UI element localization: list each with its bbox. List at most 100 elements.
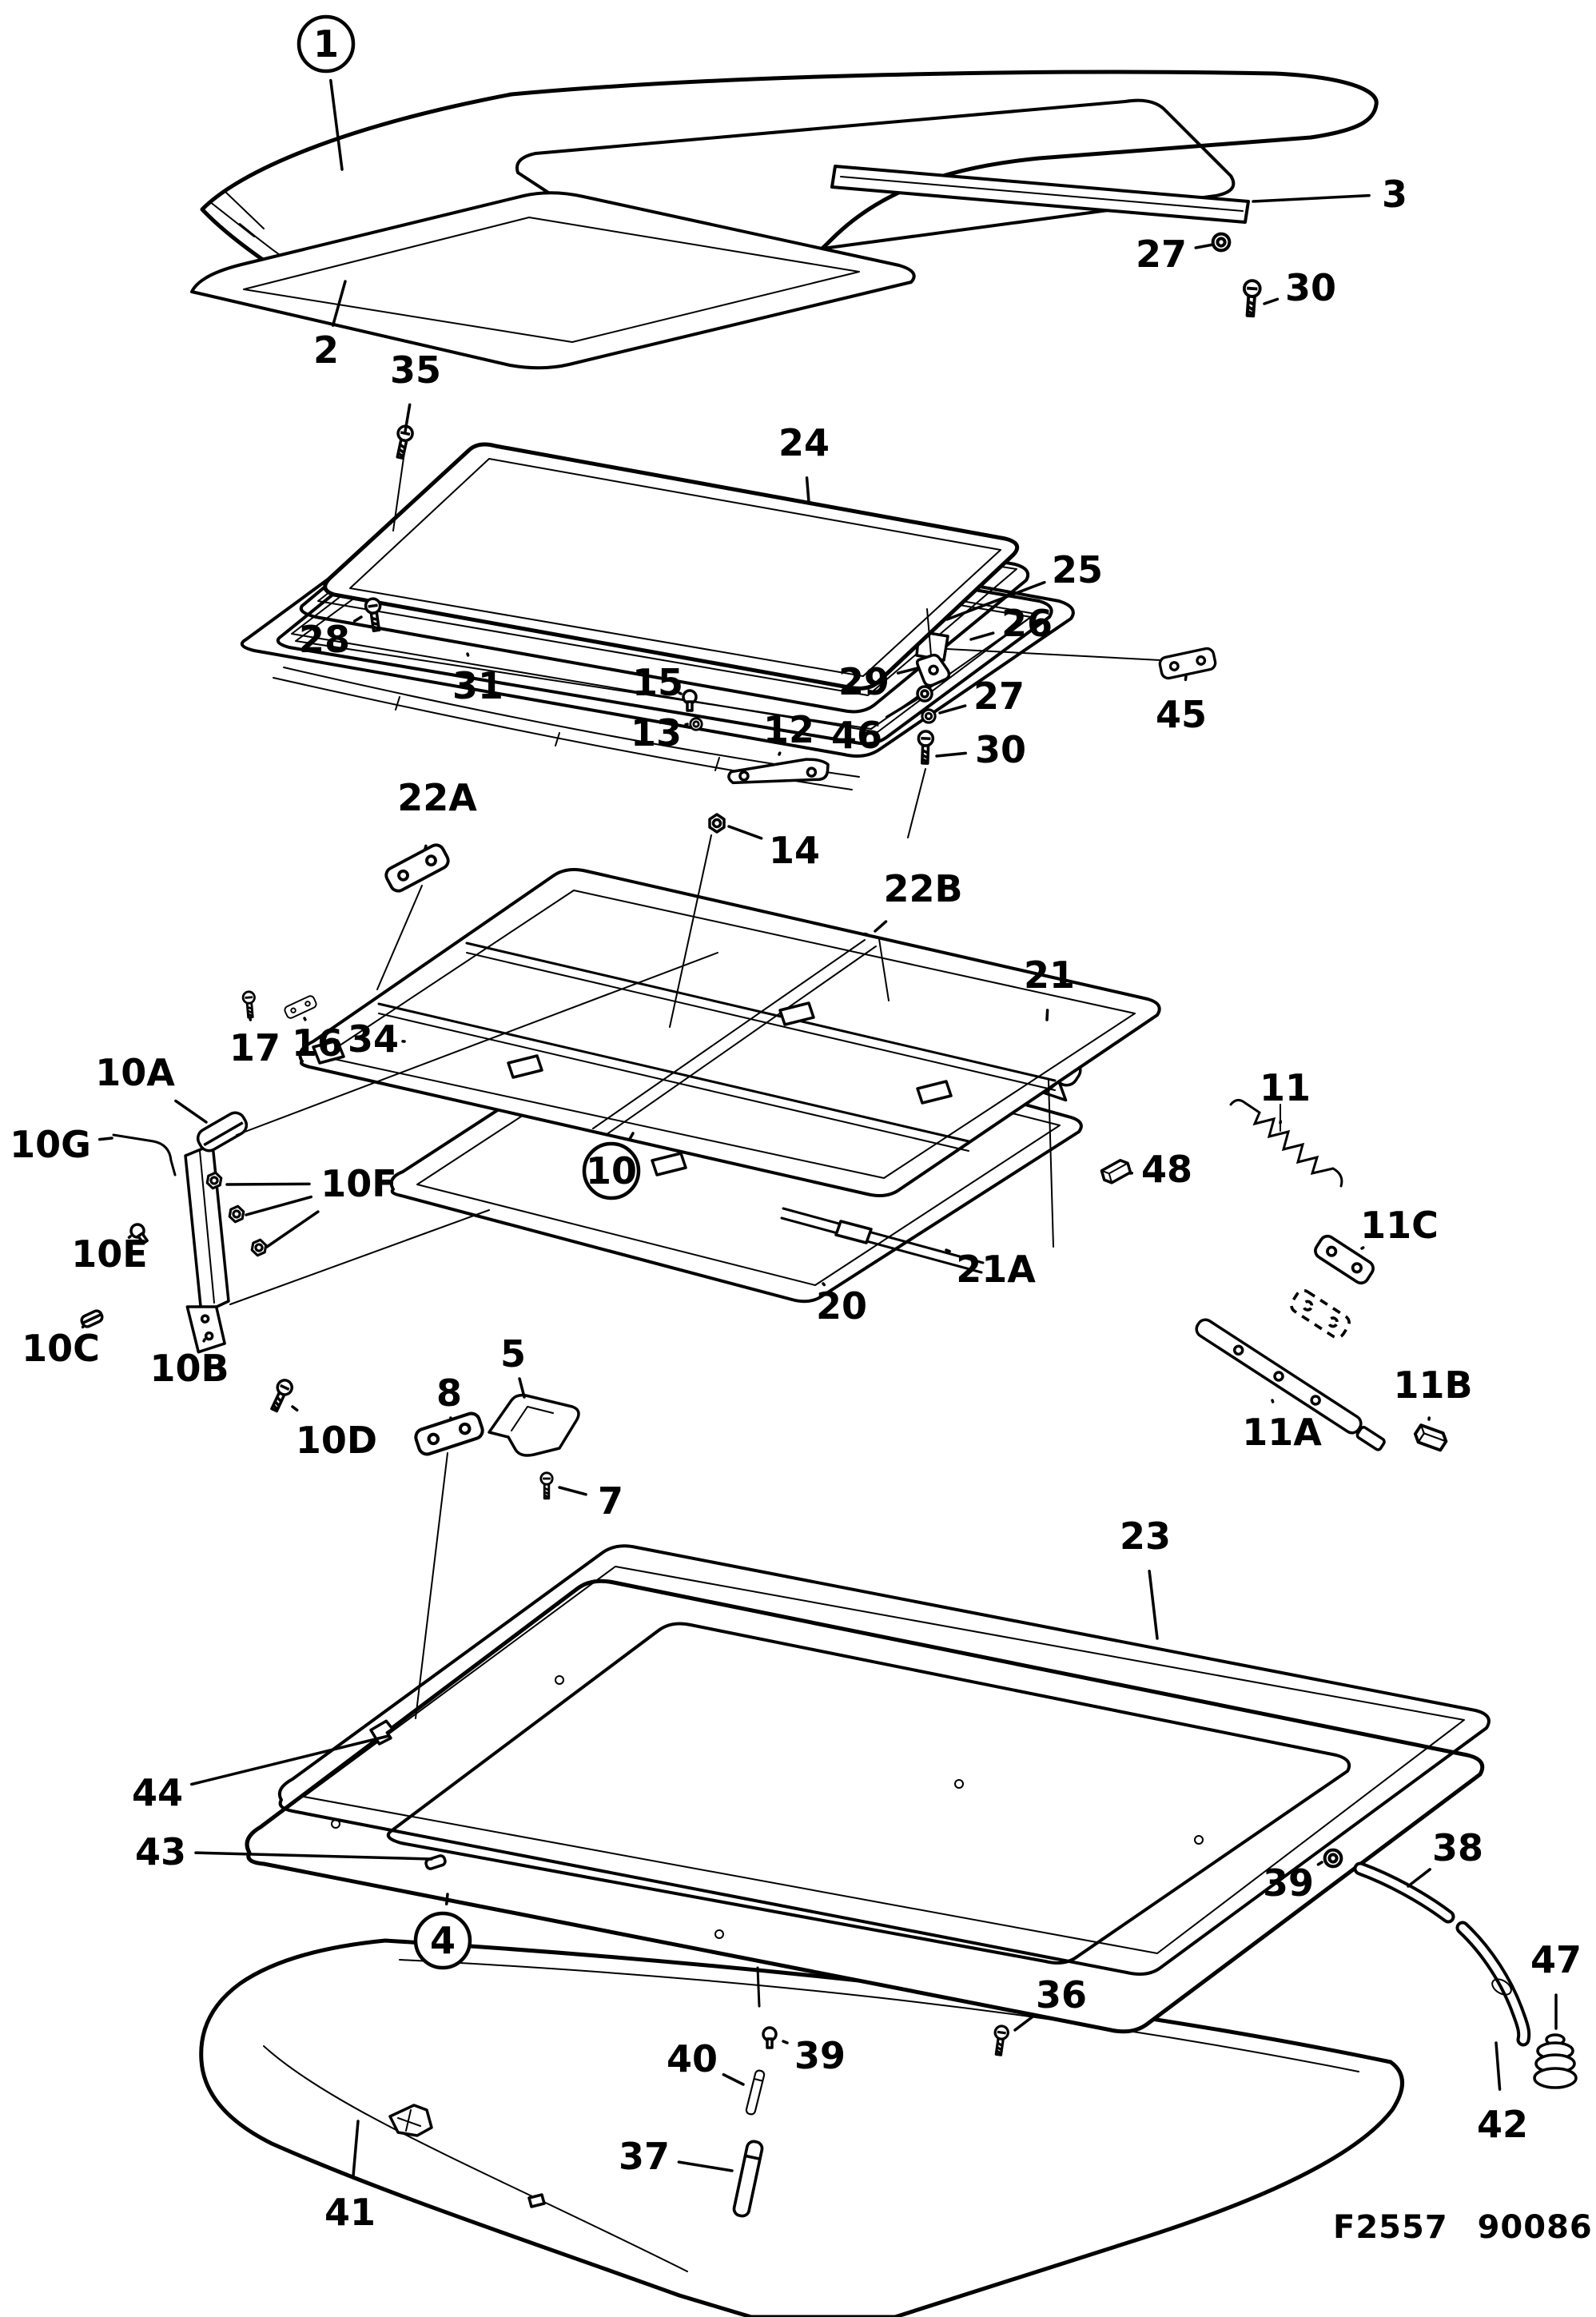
callout-21[interactable]: 21 [1024,953,1075,1021]
callout-10E[interactable]: 10E [71,1232,147,1276]
callout-27-mid[interactable]: 27 [938,675,1025,718]
callout-10[interactable]: 10 [582,1132,641,1200]
callout-38[interactable]: 38 [1407,1826,1483,1888]
drawing-line [878,938,890,1001]
callout-label-10: 10 [586,1149,637,1192]
callout-label-10G: 10G [10,1123,91,1166]
callout-label-11: 11 [1260,1066,1311,1109]
callout-41[interactable]: 41 [324,2120,376,2234]
callout-12[interactable]: 12 [763,708,814,756]
callout-label-8: 8 [436,1371,462,1415]
callout-42[interactable]: 42 [1477,2041,1528,2146]
callout-22B[interactable]: 22B [874,867,963,933]
leader-line-46 [885,697,919,719]
callout-43[interactable]: 43 [135,1830,433,1873]
callout-10B[interactable]: 10B [149,1338,229,1390]
callout-20[interactable]: 20 [816,1282,867,1328]
callout-4[interactable]: 4 [413,1893,472,1970]
callout-44[interactable]: 44 [132,1734,390,1814]
drawing-line [1491,1978,1512,1996]
callout-3[interactable]: 3 [1252,173,1407,216]
callout-26[interactable]: 26 [969,602,1053,645]
callout-29[interactable]: 29 [838,660,919,703]
callout-13[interactable]: 13 [631,711,689,754]
callout-25[interactable]: 25 [945,548,1103,621]
part-12-lever [726,753,832,797]
callout-48[interactable]: 48 [1128,1148,1192,1191]
leader-line-42 [1495,2041,1502,2091]
callout-label-21A: 21A [956,1248,1036,1291]
part-27-washer-top [1213,234,1230,251]
callout-22A[interactable]: 22A [397,776,477,850]
callout-45[interactable]: 45 [1156,675,1207,736]
part-5-corner-piece [488,1393,580,1457]
callout-11B[interactable]: 11B [1393,1364,1473,1421]
drawing-line [926,608,932,656]
part-10-sunroof-mechanism [298,868,1161,1197]
drawing-line [243,217,860,343]
callout-23[interactable]: 23 [1120,1515,1171,1640]
callout-37[interactable]: 37 [619,2135,734,2178]
callout-8[interactable]: 8 [436,1371,462,1421]
callout-label-44: 44 [132,1771,183,1814]
callout-7[interactable]: 7 [558,1479,623,1523]
callout-1[interactable]: 1 [297,14,356,171]
callout-5[interactable]: 5 [500,1332,526,1399]
drawing-line [392,452,405,531]
callout-label-40: 40 [667,2037,718,2080]
callout-35[interactable]: 35 [390,348,441,433]
leader-line-13 [684,723,689,727]
drawing-line [907,768,926,838]
callout-10C[interactable]: 10C [22,1324,100,1370]
callout-11[interactable]: 11 [1260,1066,1311,1125]
callout-24[interactable]: 24 [778,421,830,504]
drawing-line [277,1544,1491,1976]
callout-label-28: 28 [299,618,350,661]
callout-30-mid[interactable]: 30 [935,728,1026,771]
drawing-line [651,1152,687,1176]
callout-10F[interactable]: 10F [225,1162,397,1248]
callout-2[interactable]: 2 [313,280,347,372]
callout-47[interactable]: 47 [1530,1938,1582,2030]
callout-label-24: 24 [778,421,830,464]
callout-label-21: 21 [1024,953,1075,997]
callout-31[interactable]: 31 [452,652,503,707]
callout-16[interactable]: 16 [292,1017,343,1065]
drawing-line [190,191,916,370]
callout-10D[interactable]: 10D [291,1405,377,1462]
callout-21A[interactable]: 21A [945,1248,1036,1291]
part-10D-screw [266,1376,296,1415]
leader-line-29 [896,667,919,675]
part-41-headliner [199,1938,1404,2317]
callout-39-bottom[interactable]: 39 [782,2034,846,2077]
callout-39-right[interactable]: 39 [1263,1861,1323,1905]
part-10B-bracket [185,1300,227,1355]
callout-34[interactable]: 34 [348,1017,406,1061]
leader-line-23 [1148,1569,1159,1640]
leader-line-39-bottom [782,2040,789,2044]
callout-label-22B: 22B [883,867,962,910]
callout-27-top[interactable]: 27 [1136,233,1215,276]
callout-15[interactable]: 15 [632,661,683,704]
callout-10A[interactable]: 10A [95,1051,208,1124]
callout-28[interactable]: 28 [299,615,363,661]
leader-line-20 [822,1282,826,1287]
callout-40[interactable]: 40 [667,2037,745,2086]
callout-label-39-bottom: 39 [794,2034,846,2077]
drawing-line [511,1406,554,1431]
part-23-seal-ring-large [277,1544,1491,1976]
leader-line-10F [245,1195,312,1216]
callout-11C[interactable]: 11C [1360,1204,1439,1250]
callout-30-top[interactable]: 30 [1263,266,1336,309]
callout-11A[interactable]: 11A [1242,1399,1322,1454]
drawing-line [386,1622,1351,1965]
callout-17[interactable]: 17 [229,1017,281,1069]
part-21A-guide-rod [780,1207,985,1274]
callout-14[interactable]: 14 [727,825,820,872]
callout-36[interactable]: 36 [1013,1973,1087,2032]
callout-46[interactable]: 46 [831,697,919,757]
callout-circle-1 [297,14,356,74]
callout-10G[interactable]: 10G [10,1123,113,1166]
drawing-line [199,1150,215,1304]
